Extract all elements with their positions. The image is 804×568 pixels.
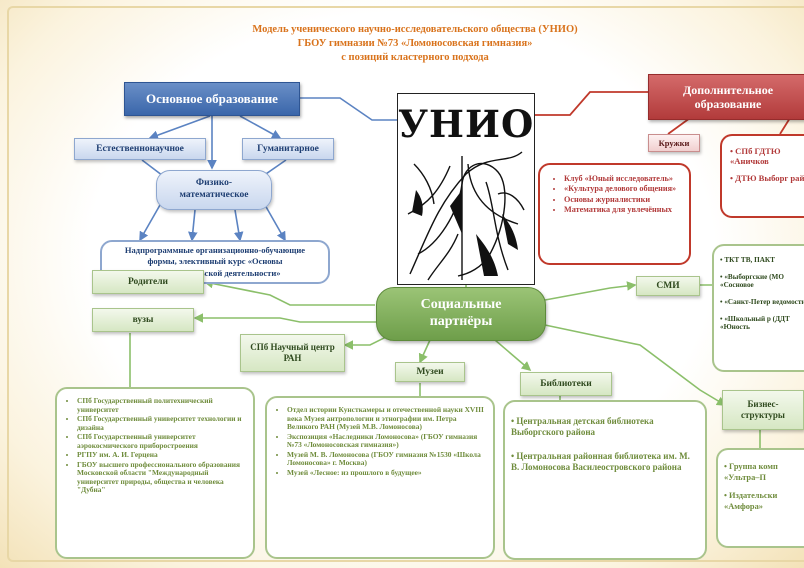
physmath-node: Физико-математическое <box>156 170 272 210</box>
logo-art <box>407 151 525 281</box>
link-partners-unis <box>193 313 380 323</box>
diagram-title-line2: ГБОУ гимназии №73 «Ломоносовская гимнази… <box>297 38 533 49</box>
link-basic-humanitarian <box>239 115 282 139</box>
link-forms-2 <box>188 209 198 242</box>
link-partners-libraries <box>494 339 532 372</box>
business-item: • Группа комп «Ультра–П <box>724 462 778 482</box>
social-partners-node: Социальные партнёры <box>376 287 546 341</box>
page-frame <box>7 6 804 562</box>
club-item: Клуб «Юный исследователь» <box>564 174 681 183</box>
university-item: СПб Государственный университет аэрокосм… <box>77 432 247 450</box>
club-item: Математика для увлечённых <box>564 205 681 214</box>
link-partners-business <box>544 324 727 406</box>
link-logo-additional <box>535 91 648 116</box>
clubs-list-panel: Клуб «Юный исследователь» «Культура дело… <box>538 163 691 265</box>
universities-node: вузы <box>92 308 194 332</box>
additional-education-node: Дополнительное образование <box>648 74 804 120</box>
university-item: СПб Государственный политехнический унив… <box>77 396 247 414</box>
institution-item: • СПб ГДТЮ «Аничков <box>730 146 781 167</box>
link-partners-ran <box>343 334 391 350</box>
link-basic-to-logo <box>300 97 397 121</box>
institution-item: • ДТЮ Выборг района <box>730 172 804 183</box>
diagram-title-line1: Модель ученического научно-исследователь… <box>252 24 578 35</box>
link-basic-natural <box>148 115 211 140</box>
natural-science-node: Естественнонаучное <box>74 138 206 160</box>
media-item: • «Санкт-Петер ведомости» <box>720 297 804 306</box>
institutions-panel: • СПб ГДТЮ «Аничков • ДТЮ Выборг района <box>720 134 804 218</box>
business-item: • Издательски «Амфора» <box>724 491 778 511</box>
museum-list-panel: Отдел истории Кунсткамеры и отечественно… <box>265 396 495 559</box>
university-list-panel: СПб Государственный политехнический унив… <box>55 387 255 559</box>
library-item: • Центральная районная библиотека им. М.… <box>511 450 690 472</box>
link-additional-inst <box>779 117 791 135</box>
logo-text: УНИО <box>398 102 535 146</box>
link-partners-museums <box>418 339 431 364</box>
museum-item: Отдел истории Кунсткамеры и отечественно… <box>287 405 487 432</box>
university-item: ГБОУ высшего профессионального образован… <box>77 460 247 495</box>
parents-node: Родители <box>92 270 204 294</box>
diagram-title-line3: с позиций кластерного подхода <box>341 52 489 63</box>
ran-center-node: СПб Научный центр РАН <box>240 334 345 372</box>
libraries-node: Библиотеки <box>520 372 612 396</box>
university-item: РГПУ им. А. И. Герцена <box>77 451 247 460</box>
clubs-node: Кружки <box>648 134 700 152</box>
museum-item: Экспозиция «Наследники Ломоносова» (ГБОУ… <box>287 432 487 450</box>
business-node: Бизнес-структуры <box>722 390 804 430</box>
unio-logo: УНИО <box>397 93 535 285</box>
media-list-panel: • ТКТ ТВ, ПАКТ • «Выборгские (МО «Соснов… <box>712 244 804 372</box>
link-forms-3 <box>233 209 244 242</box>
link-forms-4 <box>264 204 286 242</box>
extra-forms-node: Надпрограммные организационно-обучающие … <box>100 240 330 284</box>
link-partners-media <box>544 281 637 301</box>
media-item: • «Выборгские (МО «Сосновое <box>720 272 784 290</box>
link-forms-1 <box>139 204 161 242</box>
basic-education-node: Основное образование <box>124 82 300 116</box>
link-partners-parents <box>203 278 375 306</box>
museum-item: Музей «Лесное: из прошлого в будущее» <box>287 468 487 478</box>
link-additional-clubs <box>667 117 691 135</box>
club-item: Основы журналистики <box>564 195 681 204</box>
museums-node: Музеи <box>395 362 465 382</box>
humanitarian-node: Гуманитарное <box>242 138 334 160</box>
media-item: • ТКТ ТВ, ПАКТ <box>720 256 775 264</box>
club-item: «Культура делового общения» <box>564 184 681 193</box>
media-node: СМИ <box>636 276 700 296</box>
university-item: СПб Государственный университет технолог… <box>77 414 247 432</box>
library-item: • Центральная детская библиотека Выборгс… <box>511 416 654 438</box>
museum-item: Музей М. В. Ломоносова (ГБОУ гимназия №1… <box>287 450 487 468</box>
media-item: • «Школьный р (ДДТ «Юность <box>720 314 790 332</box>
library-list-panel: • Центральная детская библиотека Выборгс… <box>503 400 707 560</box>
business-list-panel: • Группа комп «Ультра–П • Издательски «А… <box>716 448 804 548</box>
